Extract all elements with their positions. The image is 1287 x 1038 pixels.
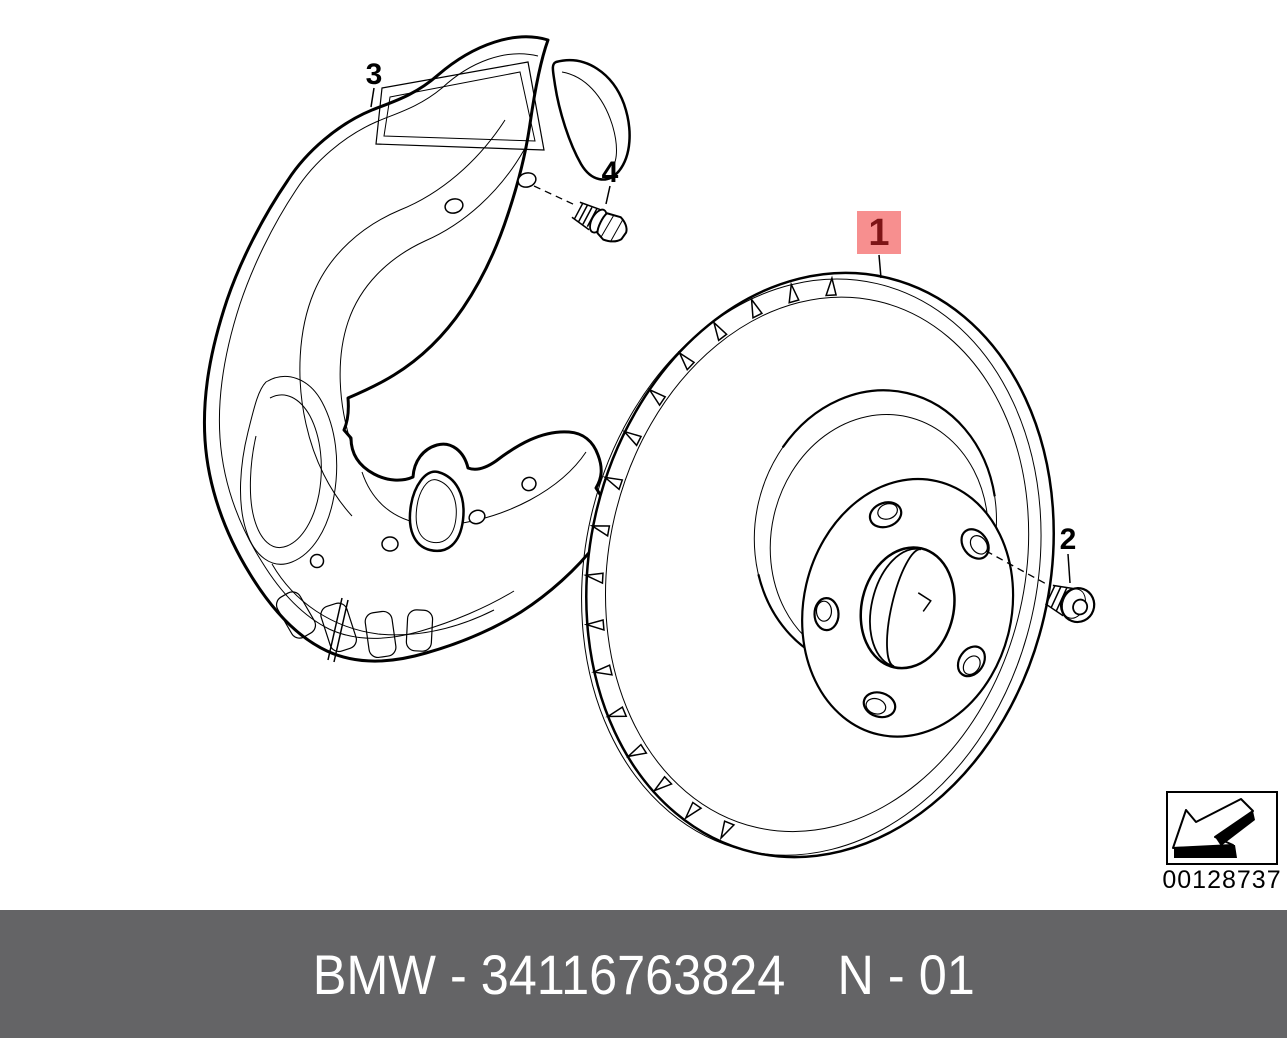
hub-bore-notch: [917, 592, 932, 612]
callout-4-label[interactable]: 4: [602, 156, 619, 189]
protection-plate-drawing: [202, 35, 631, 663]
callout-1-label[interactable]: 1: [868, 212, 889, 254]
plate-d-hole: [408, 470, 465, 553]
disc-vent-band-inner: [605, 296, 1030, 833]
footer-bar: BMW - 34116763824 N - 01: [0, 910, 1287, 1038]
disc-hat-cone-top-edge: [781, 389, 996, 497]
callout-3-leader-line: [370, 87, 375, 108]
plate-hole-upper-left: [444, 198, 464, 214]
plate-arm-hole-1: [468, 509, 486, 525]
plate-window-panel: [375, 61, 545, 151]
plate-hole-upper-right: [517, 172, 537, 188]
direction-arrow-icon: [1172, 798, 1255, 858]
lug-hole: [956, 645, 986, 678]
plate-arm-hole-3: [309, 553, 325, 569]
screw-threads: [1045, 584, 1074, 617]
callout-1-leader-line: [878, 254, 882, 279]
callout-3-label[interactable]: 3: [366, 58, 383, 91]
plate-pocket: [240, 376, 338, 565]
plate-outline: [202, 35, 608, 663]
plate-arm-hole-2: [381, 536, 399, 552]
plate-bottom-tabs: [275, 591, 434, 663]
callout-2[interactable]: 2: [1060, 523, 1077, 584]
callout-4-dashed-pointer: [533, 185, 576, 206]
lug-holes: [813, 501, 990, 719]
callout-4-leader-line: [605, 185, 611, 205]
set-screw-drawing: [1045, 584, 1096, 624]
callout-4[interactable]: 4: [602, 156, 619, 205]
lug-hole: [960, 528, 990, 560]
bolt-hex-head: [596, 212, 628, 243]
disc-far-rim-edge: [581, 278, 1042, 856]
hex-bolt-drawing: [571, 201, 628, 243]
footer-revision: N - 01: [837, 942, 975, 1006]
bolt-threads: [571, 201, 601, 231]
callout-1[interactable]: 1: [857, 211, 901, 279]
footer-part-number: BMW - 34116763824: [312, 942, 786, 1006]
plate-arm-hole-4: [521, 476, 537, 492]
hub-bore-inner-wall: [869, 547, 922, 668]
screw-socket: [1072, 598, 1089, 616]
plate-inner-contour: [218, 53, 539, 639]
diagram-canvas: 3 4 2 1 00128737: [202, 35, 1281, 894]
lug-hole: [813, 597, 840, 632]
lug-hole: [868, 501, 903, 529]
vent-notches: [583, 275, 838, 841]
plate-top-flange: [551, 59, 631, 181]
callout-2-leader-line: [1067, 553, 1071, 584]
callout-2-dashed-pointer: [985, 550, 1051, 587]
brake-disc-drawing: [581, 271, 1055, 859]
callout-3[interactable]: 3: [366, 58, 383, 108]
callout-1-badge[interactable]: [857, 211, 901, 254]
lug-hole: [862, 691, 897, 719]
direction-arrow-box: 00128737: [1162, 791, 1281, 894]
image-number: 00128737: [1162, 866, 1281, 894]
callout-2-label[interactable]: 2: [1060, 523, 1077, 556]
